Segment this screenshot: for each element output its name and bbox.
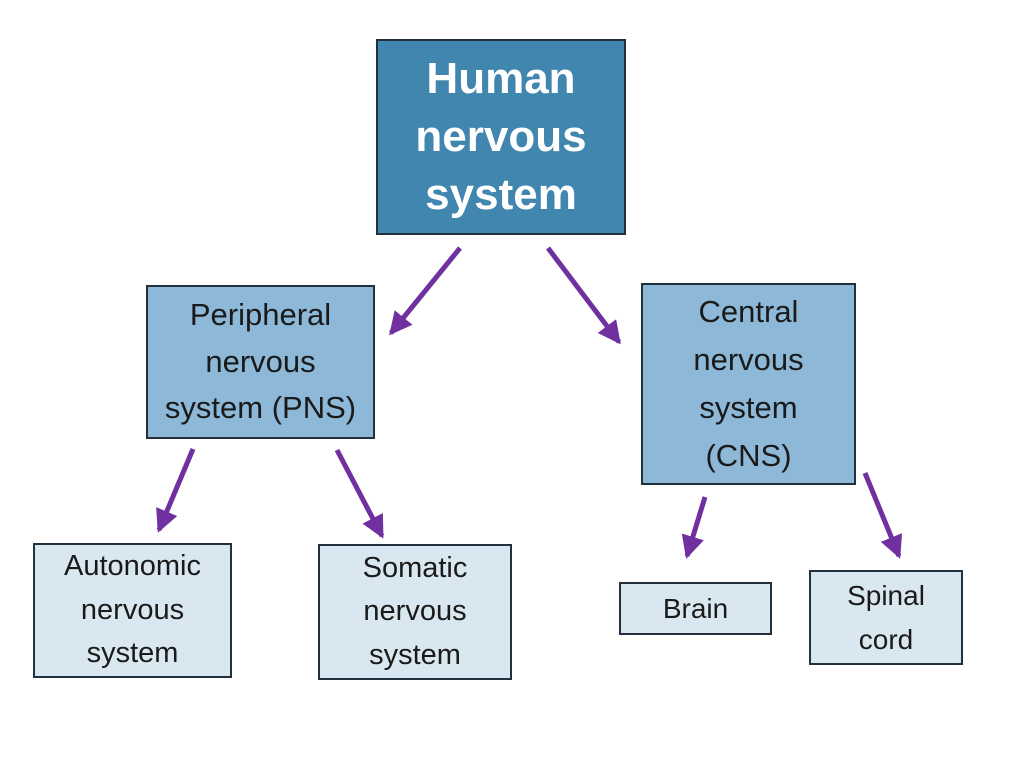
node-autonomic-nervous-system: Autonomic nervous system [33,543,232,678]
edge-pns-sns [334,448,385,539]
edge-pns-ans [156,448,196,533]
node-peripheral-nervous-system: Peripheral nervous system (PNS) [146,285,375,439]
node-somatic-nervous-system: Somatic nervous system [318,544,512,680]
edge-root-pns [389,246,462,336]
node-spinal-cord: Spinal cord [809,570,963,665]
edge-cns-spinal [862,472,903,559]
node-central-nervous-system: Central nervous system (CNS) [641,283,856,485]
node-brain: Brain [619,582,772,635]
edge-root-cns [546,246,621,345]
node-human-nervous-system: Human nervous system [376,39,626,235]
edge-cns-brain [681,496,708,559]
